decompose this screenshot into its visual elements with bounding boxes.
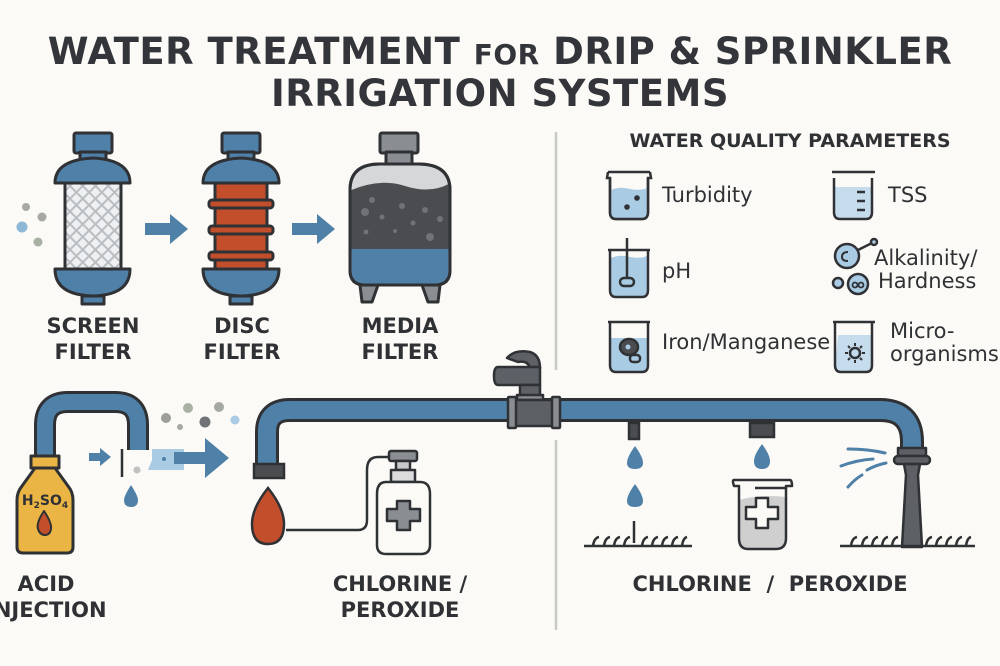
dosing-line: [286, 455, 390, 532]
chlorine-drop-icon: [250, 485, 286, 546]
page-title-line-2: IRRIGATION SYSTEMS: [270, 72, 730, 115]
beaker-microbe-icon: [833, 320, 875, 374]
beaker-probe-icon: [608, 238, 650, 299]
dripper-icon: [748, 421, 776, 469]
acid-injection-label: ACID INJECTION: [0, 571, 107, 623]
beaker-mineral-icon: [608, 320, 650, 374]
title-end: DRIP & SPRINKLER: [553, 30, 953, 73]
disc-filter-icon: [201, 131, 281, 306]
title-main: WATER TREATMENT: [47, 30, 461, 73]
spray-icon: [839, 447, 888, 489]
label-line: organisms: [890, 342, 999, 366]
small-flow-arrow-icon: [89, 448, 111, 466]
media-filter-icon: [348, 131, 452, 304]
chlorine-beaker-icon: [731, 478, 794, 551]
page-title-line-1: WATER TREATMENT FOR DRIP & SPRINKLER: [0, 30, 1000, 73]
param-ph: pH: [662, 259, 692, 283]
label-line: SCREEN: [46, 314, 140, 338]
param-tss: TSS: [888, 183, 928, 207]
main-pipe: [252, 398, 924, 480]
acid-chemical-formula: H2SO4: [22, 493, 68, 511]
title-for: FOR: [473, 38, 540, 71]
label-line: INJECTION: [0, 598, 107, 622]
flow-arrow-icon: [292, 214, 335, 244]
param-iron-manganese: Iron/Manganese: [662, 330, 831, 354]
label-line: Micro-: [890, 319, 955, 343]
label-line: FILTER: [203, 340, 281, 364]
param-microorganisms: Micro- organisms: [890, 320, 999, 366]
particles-icon: [16, 203, 47, 247]
screen-filter-label: SCREEN FILTER: [43, 313, 143, 365]
molecules-icon: [831, 237, 879, 296]
dripper-icon: [627, 421, 643, 543]
beaker-graduated-icon: [832, 170, 875, 221]
acid-bottle-icon: [15, 454, 75, 555]
chlorine-peroxide-label-right: CHLORINE / PEROXIDE: [632, 572, 908, 596]
label-line: CHLORINE /: [332, 572, 468, 596]
param-turbidity: Turbidity: [662, 183, 753, 207]
valve-icon[interactable]: [492, 350, 562, 430]
ground-icon: [840, 535, 975, 548]
label-line: PEROXIDE: [340, 598, 460, 622]
label-line: DISC: [214, 314, 270, 338]
water-quality-title: WATER QUALITY PARAMETERS: [629, 130, 951, 152]
chlorine-peroxide-label: CHLORINE / PEROXIDE: [330, 571, 470, 623]
particles-icon: [133, 402, 240, 474]
water-drop-icon: [124, 485, 138, 507]
beaker-particles-icon: [605, 170, 653, 221]
disc-filter-label: DISC FILTER: [192, 313, 292, 365]
flow-arrow-icon: [148, 438, 229, 478]
param-alkalinity: Alkalinity/ Hardness: [874, 247, 977, 293]
screen-filter-icon: [53, 131, 132, 306]
label-line: FILTER: [361, 340, 439, 364]
flow-arrow-icon: [145, 214, 188, 244]
label-line: Alkalinity/: [874, 246, 978, 270]
sprinkler-icon: [892, 446, 932, 549]
chlorine-dispenser-icon: [375, 449, 432, 556]
acid-pipe-icon: [34, 391, 149, 477]
label-line: Hardness: [878, 269, 977, 293]
media-filter-label: MEDIA FILTER: [350, 313, 450, 365]
label-line: FILTER: [54, 340, 132, 364]
label-line: ACID: [17, 572, 75, 596]
ground-icon: [584, 535, 692, 548]
label-line: MEDIA: [361, 314, 439, 338]
